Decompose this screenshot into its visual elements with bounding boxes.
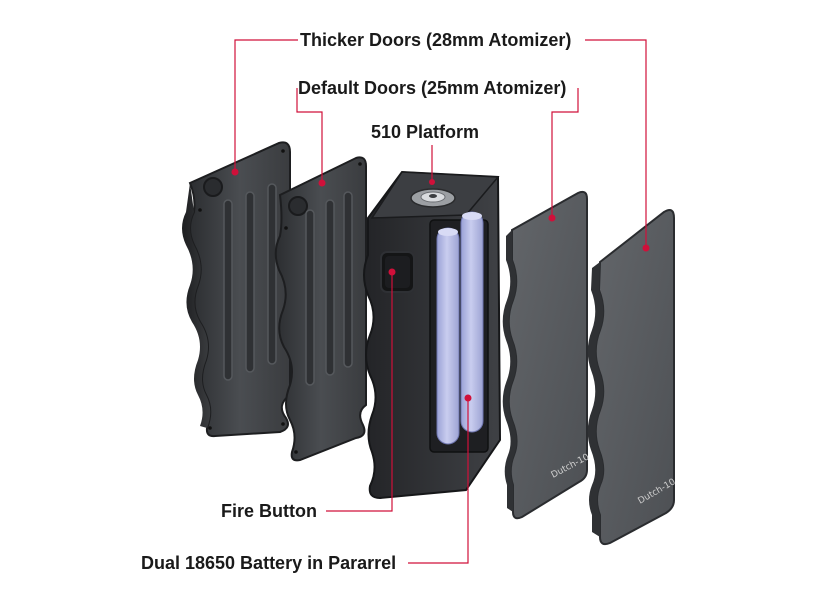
thicker-door-panel — [182, 141, 291, 438]
label-battery: Dual 18650 Battery in Pararrel — [141, 553, 397, 573]
callout-line-battery — [408, 398, 469, 564]
callout-line-thicker-right — [585, 39, 647, 248]
label-510-platform: 510 Platform — [371, 122, 480, 142]
callout-line-default-right — [551, 88, 579, 218]
callout-line-default-left — [296, 88, 323, 183]
callout-line-fire — [326, 272, 393, 512]
flat-door-front: Dutch-10 — [502, 190, 591, 520]
battery-pair — [436, 211, 484, 445]
default-door-panel — [274, 156, 367, 462]
flat-door-back: Dutch-10 — [587, 209, 678, 546]
callout-dots — [231, 168, 650, 402]
callout-lines — [234, 39, 647, 564]
label-default-doors: Default Doors (25mm Atomizer) — [298, 78, 567, 98]
label-thicker-doors: Thicker Doors (28mm Atomizer) — [300, 30, 572, 50]
callout-line-thicker-left — [234, 39, 298, 172]
fire-button — [380, 251, 415, 293]
label-fire-button: Fire Button — [221, 501, 317, 521]
